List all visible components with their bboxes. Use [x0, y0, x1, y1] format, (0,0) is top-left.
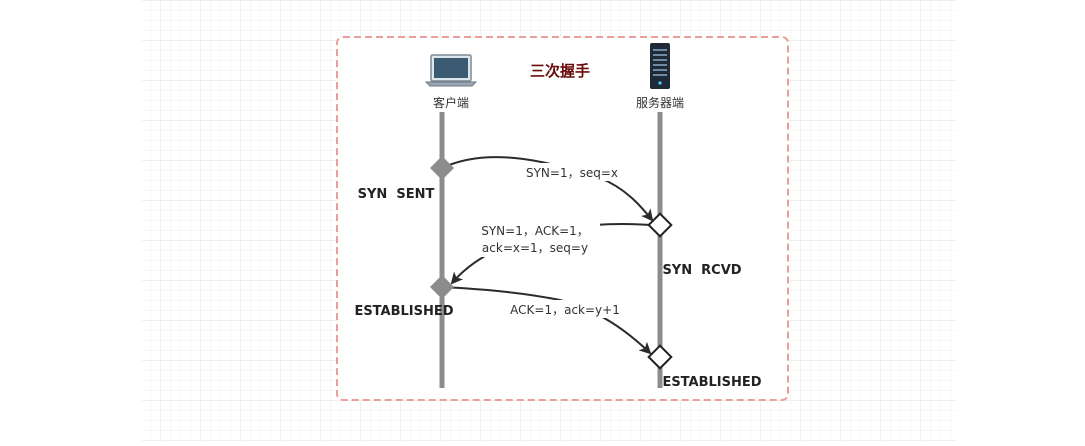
diagram-title: 三次握手: [530, 62, 590, 80]
server-established-state: ESTABLISHED: [662, 375, 761, 390]
syn-ack-label-bg: [470, 221, 600, 257]
server-label: 服务器端: [636, 95, 684, 110]
server-syn-rcvd-marker: [647, 212, 673, 238]
ack-label-bg: [500, 300, 630, 318]
server-established-marker: [647, 344, 673, 370]
diagram-frame: [336, 36, 789, 401]
syn-label-bg: [517, 163, 627, 181]
server-icon: [650, 43, 670, 89]
server-syn-rcvd-state: SYN RCVD: [662, 263, 741, 278]
syn-ack-label-line-2: ack=x=1，seq=y: [482, 241, 588, 255]
syn-ack-label-line-1: SYN=1，ACK=1，: [481, 224, 589, 238]
client-established-state: ESTABLISHED: [354, 304, 453, 319]
client-established-marker: [429, 274, 455, 300]
syn-label: SYN=1，seq=x: [526, 166, 618, 180]
ack-label: ACK=1，ack=y+1: [510, 303, 620, 317]
client-syn-sent-state: SYN SENT: [358, 187, 435, 202]
laptop-icon: [424, 54, 478, 87]
client-syn-sent-marker: [429, 155, 455, 181]
client-label: 客户端: [433, 95, 469, 110]
